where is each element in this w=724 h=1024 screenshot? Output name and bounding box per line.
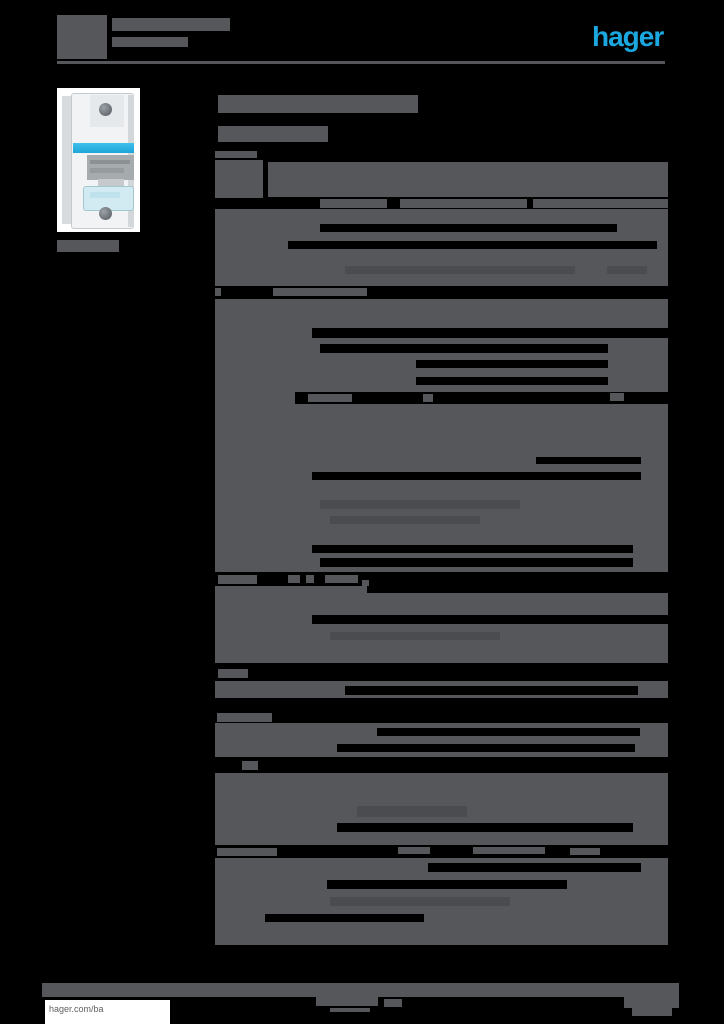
redacted-text-line — [320, 199, 387, 208]
row-gap — [377, 728, 640, 736]
page-subtitle — [218, 126, 328, 142]
breaker-terminal-line — [90, 160, 130, 164]
footer-center-text — [316, 996, 378, 1006]
redacted-text-line — [400, 199, 527, 208]
row-gap — [320, 224, 617, 232]
section-b-heading-word — [306, 575, 314, 583]
header-rule — [57, 61, 665, 64]
row-gap — [536, 457, 641, 464]
row-gap — [416, 360, 608, 368]
breaker-top-screw — [99, 103, 112, 116]
breaker-mid-piece — [98, 179, 124, 186]
redacted-text-line — [398, 847, 430, 854]
redacted-text-line — [242, 761, 258, 770]
footer-bar — [42, 983, 624, 997]
row-gap — [327, 880, 567, 889]
table-shading-band — [268, 162, 668, 197]
table-shading-band — [215, 586, 668, 663]
row-gap — [416, 377, 608, 385]
section-b-heading-word — [218, 575, 257, 584]
footer-website-box — [45, 1000, 170, 1024]
hager-logo: hager — [592, 21, 664, 52]
text-on-band — [345, 266, 575, 274]
row-gap — [312, 328, 668, 338]
din-rail — [62, 96, 71, 224]
row-gap — [265, 914, 424, 922]
section-b-heading-word — [362, 580, 369, 588]
row-gap — [337, 823, 633, 832]
redacted-text-line — [215, 288, 221, 296]
footer-center-text — [384, 999, 402, 1007]
footer-center-text — [330, 1008, 370, 1012]
text-on-band — [357, 806, 467, 817]
header-product-code-block — [57, 15, 107, 59]
row-gap — [367, 586, 668, 593]
photo-caption — [57, 240, 119, 252]
redacted-text-line — [308, 394, 352, 402]
section-a-label — [215, 151, 257, 158]
footer-page-block — [624, 983, 679, 1008]
breaker-blue-band — [73, 143, 134, 153]
footer-page-block-sub — [632, 1008, 672, 1016]
row-gap — [345, 686, 638, 695]
breaker-toggle-notch — [90, 192, 120, 198]
redacted-text-line — [217, 848, 277, 856]
text-on-band — [330, 516, 480, 524]
row-gap — [288, 241, 657, 249]
redacted-text-line — [570, 848, 600, 855]
text-on-band — [330, 897, 510, 906]
redacted-text-line — [273, 288, 367, 296]
section-b-heading-word — [325, 575, 358, 583]
table-shading-band — [215, 299, 668, 572]
breaker-bottom-screw — [99, 207, 112, 220]
text-on-band — [607, 266, 647, 274]
text-on-band — [330, 632, 500, 640]
row-gap — [320, 344, 608, 353]
header-title-line-2 — [112, 37, 188, 47]
redacted-text-line — [473, 847, 545, 854]
section-c-label — [217, 713, 272, 722]
row-gap — [320, 558, 633, 567]
redacted-text-line — [218, 669, 248, 678]
page-title — [218, 95, 418, 113]
row-gap — [312, 545, 633, 553]
redacted-text-line — [533, 199, 668, 208]
breaker-terminal-line — [90, 168, 124, 173]
breaker-terminal-block — [87, 155, 134, 180]
footer-website-link[interactable]: hager.com/ba — [49, 1004, 104, 1014]
row-gap — [428, 863, 641, 872]
header-title-line-1 — [112, 18, 230, 31]
redacted-text-line — [423, 394, 433, 402]
section-b-heading-word — [288, 575, 300, 583]
row-gap — [312, 615, 668, 624]
row-gap — [337, 744, 635, 752]
section-a-pictogram — [215, 160, 263, 198]
row-gap — [295, 392, 668, 404]
row-gap — [312, 472, 641, 480]
redacted-text-line — [610, 393, 624, 401]
text-on-band — [320, 500, 520, 509]
